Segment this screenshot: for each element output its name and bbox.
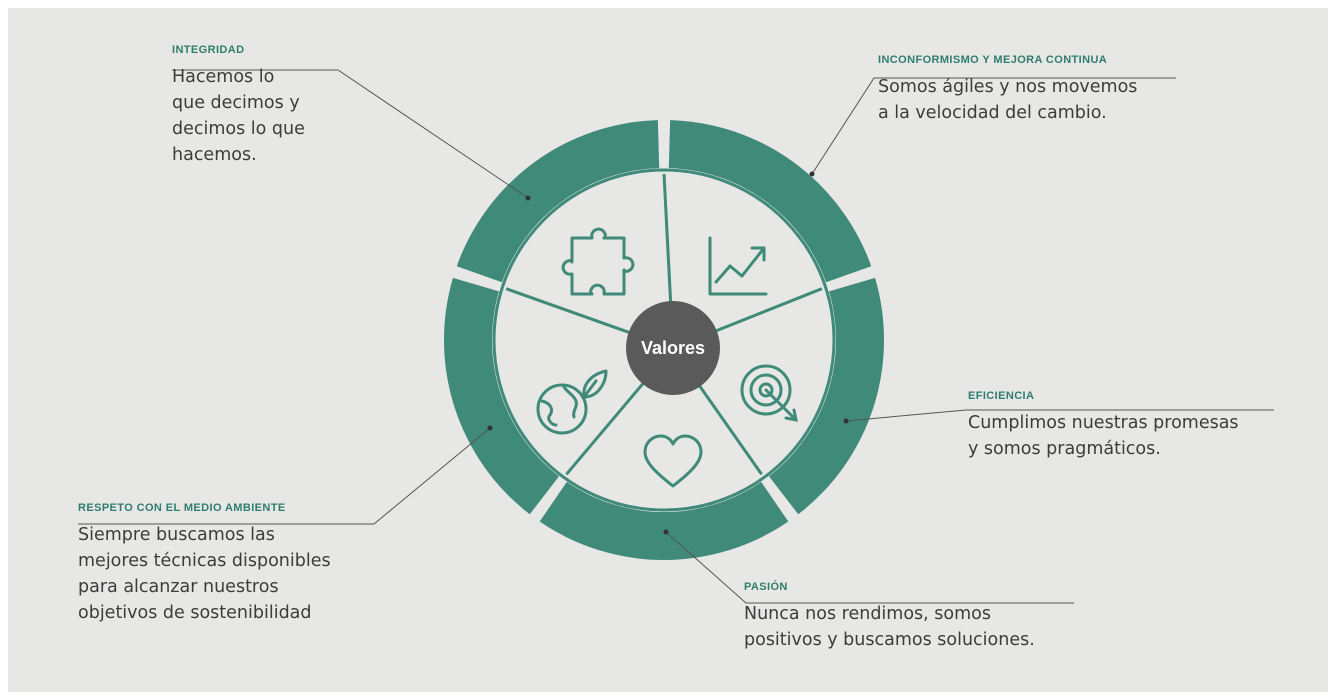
ring-segments: [444, 120, 884, 560]
value-description: Cumplimos nuestras promesas y somos prag…: [968, 413, 1239, 459]
value-description: Somos ágiles y nos movemos a la velocida…: [878, 77, 1138, 123]
target-icon: [740, 364, 798, 422]
leader-line-eficiencia: [845, 409, 1274, 422]
leader-line-inconformismo: [811, 77, 1176, 175]
ring-segment-eficiencia: [768, 277, 884, 515]
value-eficiencia: EFICIENCIA Cumplimos nuestras promesas y…: [968, 390, 1239, 462]
values-panel: Valores INTEGRIDAD Hacemos lo que decimo…: [8, 8, 1328, 692]
value-description: Siempre buscamos las mejores técnicas di…: [78, 525, 331, 623]
growth-chart-icon: [708, 236, 768, 296]
leader-dot-respeto: [487, 425, 493, 431]
leader-dots: [487, 171, 849, 535]
value-description: Hacemos lo que decimos y decimos lo que …: [172, 67, 305, 165]
ring-segment-inconformismo: [668, 120, 872, 283]
ring-segment-respeto: [444, 277, 560, 515]
value-title: INTEGRIDAD: [172, 44, 245, 56]
value-respeto: RESPETO CON EL MEDIO AMBIENTE Siempre bu…: [78, 502, 331, 626]
leader-line-respeto: [78, 427, 491, 525]
leader-dot-eficiencia: [843, 418, 849, 424]
values-wheel-diagram: Valores: [78, 69, 1274, 604]
value-title: PASIÓN: [744, 581, 788, 593]
center-label: Valores: [641, 338, 705, 358]
leader-line-pasion: [665, 531, 1074, 604]
leader-dot-inconformismo: [809, 171, 815, 177]
leader-lines: [78, 69, 1274, 604]
puzzle-icon: [561, 227, 635, 296]
value-title: RESPETO CON EL MEDIO AMBIENTE: [78, 502, 286, 514]
heart-icon: [643, 434, 703, 488]
ring-segment-pasion: [539, 481, 789, 560]
value-title: INCONFORMISMO Y MEJORA CONTINUA: [878, 54, 1108, 66]
leader-dot-pasion: [663, 529, 669, 535]
globe-leaf-icon: [536, 369, 608, 435]
leader-dot-integridad: [525, 195, 531, 201]
center-hub: [626, 301, 720, 395]
value-title: EFICIENCIA: [968, 390, 1035, 402]
leader-line-integridad: [172, 69, 529, 199]
value-inconformismo: INCONFORMISMO Y MEJORA CONTINUA Somos ág…: [878, 54, 1137, 126]
value-description: Nunca nos rendimos, somos positivos y bu…: [744, 604, 1035, 650]
value-pasion: PASIÓN Nunca nos rendimos, somos positiv…: [744, 581, 1035, 653]
ring-segment-integridad: [456, 120, 660, 283]
value-integridad: INTEGRIDAD Hacemos lo que decimos y deci…: [172, 44, 305, 168]
